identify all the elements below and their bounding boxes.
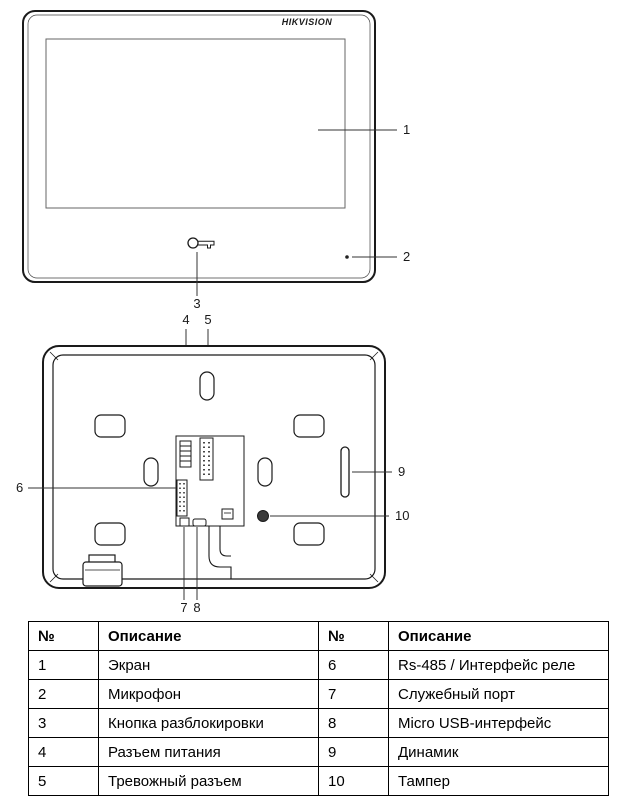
callout-label-usb: 8 [193, 600, 200, 615]
back-callouts: 6 9 10 7 8 [16, 464, 409, 615]
cell-description: Тампер [388, 766, 609, 796]
cell-number: 5 [28, 766, 99, 796]
speaker-slot [340, 446, 350, 498]
cell-description: Тревожный разъем [98, 766, 319, 796]
cell-description: Кнопка разблокировки [98, 708, 319, 738]
callout-label-rs485: 6 [16, 480, 23, 495]
rs485-connector [176, 479, 188, 517]
microphone-dot [345, 255, 349, 259]
table-row: 3 Кнопка разблокировки 8 Micro USB-интер… [28, 708, 609, 738]
device-back-body [42, 345, 386, 589]
oval-slot [143, 457, 159, 487]
corner-seam [369, 573, 379, 583]
table-header-row: № Описание № Описание [28, 621, 609, 651]
cell-number: 7 [318, 679, 389, 709]
table-row: 2 Микрофон 7 Служебный порт [28, 679, 609, 709]
service-port [179, 517, 190, 527]
callout-label-service: 7 [180, 600, 187, 615]
brand-logo: HIKVISION [282, 17, 333, 27]
device-diagram: HIKVISION 1 2 3 4 5 [16, 10, 410, 615]
oval-slot [257, 457, 273, 487]
cable-channel-inner [219, 526, 231, 557]
cell-description: Micro USB-интерфейс [388, 708, 609, 738]
callout-label-unlock: 3 [193, 296, 200, 311]
mounting-cutout [94, 414, 126, 438]
callout-label-alarm: 5 [204, 312, 211, 327]
pcb-area [175, 435, 245, 579]
table-row: 4 Разъем питания 9 Динамик [28, 737, 609, 767]
cell-number: 2 [28, 679, 99, 709]
device-back-inner [52, 354, 376, 580]
cell-description: Служебный порт [388, 679, 609, 709]
callout-label-microphone: 2 [403, 249, 410, 264]
cell-number: 10 [318, 766, 389, 796]
alarm-connector [199, 437, 214, 481]
screen-area [45, 38, 346, 209]
corner-seam [49, 573, 59, 583]
cell-number: 8 [318, 708, 389, 738]
header-description-right: Описание [388, 621, 609, 651]
back-view [42, 345, 386, 589]
device-front-body [22, 10, 376, 283]
header-number-right: № [318, 621, 389, 651]
cell-number: 4 [28, 737, 99, 767]
cable-channel [208, 526, 232, 579]
mounting-cutout [293, 414, 325, 438]
small-component [221, 508, 234, 520]
table-row: 5 Тревожный разъем 10 Тампер [28, 766, 609, 796]
oval-slot [199, 371, 215, 401]
bottom-clip [82, 554, 123, 587]
power-connector [179, 440, 192, 468]
header-description-left: Описание [98, 621, 319, 651]
callout-label-tamper: 10 [395, 508, 409, 523]
cell-description: Разъем питания [98, 737, 319, 767]
parts-table: № Описание № Описание 1 Экран 6 Rs-485 /… [28, 621, 609, 796]
cell-number: 6 [318, 650, 389, 680]
header-number-left: № [28, 621, 99, 651]
front-view: HIKVISION [22, 10, 376, 283]
cell-number: 9 [318, 737, 389, 767]
front-callouts: 1 2 3 [193, 122, 410, 311]
mounting-cutout [293, 522, 325, 546]
cell-description: Динамик [388, 737, 609, 767]
tamper-button [257, 510, 269, 522]
cell-description: Микрофон [98, 679, 319, 709]
cell-number: 3 [28, 708, 99, 738]
pcb-outline [175, 435, 245, 527]
unlock-button-icon [187, 237, 215, 249]
cell-description: Экран [98, 650, 319, 680]
micro-usb-port [192, 518, 207, 527]
callout-label-speaker: 9 [398, 464, 405, 479]
callout-label-screen: 1 [403, 122, 410, 137]
mounting-cutout [94, 522, 126, 546]
corner-seam [49, 351, 59, 361]
table-row: 1 Экран 6 Rs-485 / Интерфейс реле [28, 650, 609, 680]
corner-seam [369, 351, 379, 361]
callout-label-power: 4 [182, 312, 189, 327]
cell-description: Rs-485 / Интерфейс реле [388, 650, 609, 680]
device-front-seam [27, 14, 371, 279]
cell-number: 1 [28, 650, 99, 680]
